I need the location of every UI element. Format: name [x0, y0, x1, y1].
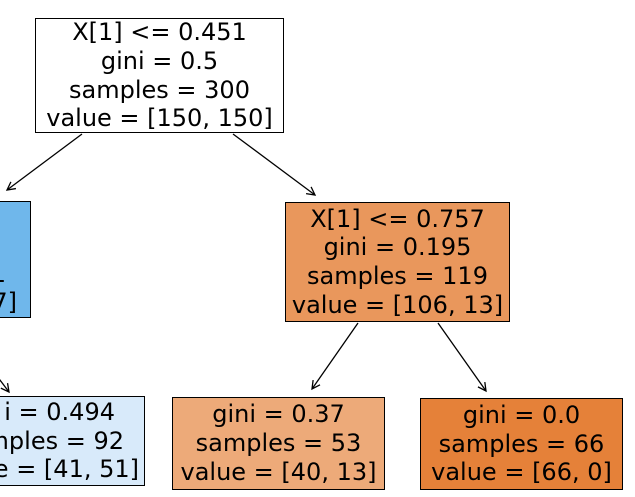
tree-node-leaf-left: i = 0.494 mples = 92 e = [41, 51]	[0, 396, 145, 486]
node-value: value = [40, 13]	[180, 457, 377, 486]
edge-left-child-to-leaf-left	[0, 378, 10, 394]
node-gini: gini = 0.37	[212, 400, 345, 429]
node-gini: i = 0.494	[4, 397, 115, 426]
node-samples: samples = 119	[307, 262, 488, 290]
edge-right-child-to-leaf-mid	[311, 322, 359, 391]
tree-node-leaf-right: gini = 0.0 samples = 66 value = [66, 0]	[420, 398, 623, 490]
node-split-rule: X[1] <= 0.757	[310, 204, 485, 233]
node-value: 7]	[0, 288, 17, 317]
tree-node-root: X[1] <= 0.451 gini = 0.5 samples = 300 v…	[35, 18, 284, 133]
tree-node-right-internal: X[1] <= 0.757 gini = 0.195 samples = 119…	[285, 202, 510, 322]
edge-root-to-left-child	[5, 133, 83, 191]
node-gini	[0, 231, 30, 260]
node-gini: gini = 0.0	[462, 400, 581, 429]
node-samples: samples = 300	[69, 75, 250, 104]
node-samples: samples = 66	[438, 429, 605, 458]
tree-node-left-internal: 1 7]	[0, 201, 31, 318]
edge-right-child-to-leaf-right	[437, 322, 487, 393]
tree-node-leaf-mid: gini = 0.37 samples = 53 value = [40, 13…	[172, 397, 385, 490]
node-gini: gini = 0.5	[100, 46, 219, 75]
node-samples: mples = 92	[0, 426, 124, 455]
node-value: e = [41, 51]	[0, 455, 139, 484]
node-split-rule	[0, 202, 30, 231]
node-gini: gini = 0.195	[323, 233, 472, 262]
node-value: value = [106, 13]	[291, 290, 504, 319]
node-value: value = [66, 0]	[431, 458, 612, 487]
node-value: value = [150, 150]	[46, 104, 273, 133]
node-split-rule: X[1] <= 0.451	[72, 18, 247, 46]
edge-root-to-right-child	[232, 133, 317, 196]
node-samples: 1	[0, 260, 30, 289]
node-samples: samples = 53	[195, 429, 362, 458]
